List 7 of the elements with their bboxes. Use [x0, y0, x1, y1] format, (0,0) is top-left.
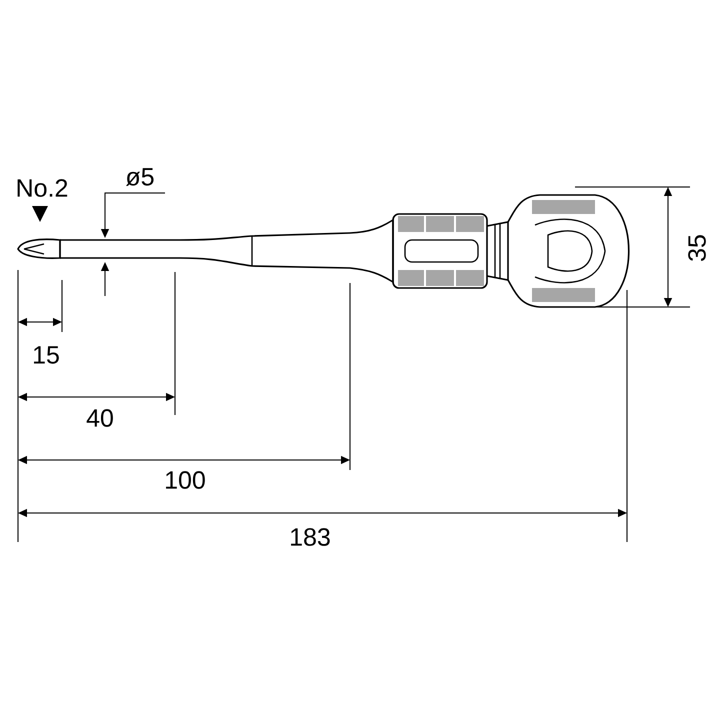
dimension-label: 183	[291, 528, 330, 546]
dimension-label: 15	[34, 346, 59, 364]
dimension-label: 100	[166, 471, 205, 489]
dimension-label: 40	[86, 409, 113, 427]
dimension-label: ø5	[126, 168, 154, 186]
dimension-label: 35	[688, 235, 706, 261]
dimension-label: No.2	[18, 179, 68, 197]
